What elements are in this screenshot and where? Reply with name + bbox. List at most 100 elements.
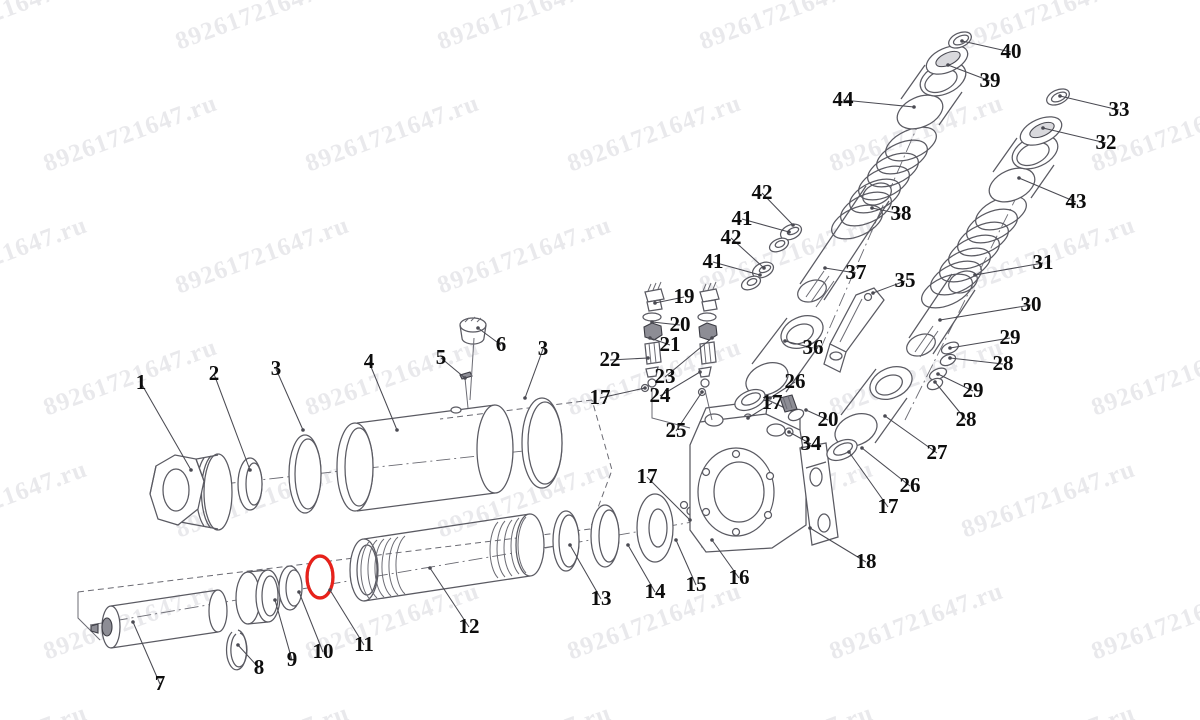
callout-label-19[interactable]: 19 — [673, 284, 695, 308]
callout-label-28b[interactable]: 28 — [992, 351, 1014, 375]
callout-label-16[interactable]: 16 — [728, 565, 750, 589]
callout-label-3a[interactable]: 3 — [270, 356, 282, 380]
leader-line-18 — [809, 527, 867, 563]
leader-tip-26a — [768, 396, 772, 400]
leader-tip-32 — [1041, 126, 1045, 130]
callout-label-20b[interactable]: 20 — [817, 407, 839, 431]
callout-label-28a[interactable]: 28 — [955, 407, 977, 431]
callout-label-40[interactable]: 40 — [1000, 39, 1022, 63]
callout-label-1[interactable]: 1 — [135, 370, 147, 394]
leader-line-11 — [329, 589, 365, 646]
leader-line-25 — [675, 391, 703, 432]
leader-tip-43 — [1017, 176, 1021, 180]
callout-label-21[interactable]: 21 — [659, 332, 681, 356]
callout-label-42a[interactable]: 42 — [751, 180, 773, 204]
callout-label-17c[interactable]: 17 — [761, 390, 783, 414]
leader-tip-17a — [688, 518, 692, 522]
leader-tip-28b — [948, 356, 952, 360]
callout-label-2[interactable]: 2 — [208, 361, 220, 385]
callout-label-43[interactable]: 43 — [1065, 189, 1087, 213]
leader-tip-34 — [787, 430, 791, 434]
leader-tip-40 — [960, 39, 964, 43]
leader-tip-23 — [710, 336, 714, 340]
callout-label-17a[interactable]: 17 — [636, 464, 658, 488]
callout-label-37[interactable]: 37 — [845, 260, 867, 284]
part-31-spring-right — [921, 195, 1027, 309]
callout-label-41b[interactable]: 41 — [702, 249, 724, 273]
leader-tip-5 — [463, 376, 467, 380]
leader-tip-3a — [301, 428, 305, 432]
callout-label-17b[interactable]: 17 — [589, 385, 611, 409]
leader-line-26a — [769, 381, 796, 399]
callout-label-25[interactable]: 25 — [665, 418, 687, 442]
callout-label-5[interactable]: 5 — [435, 345, 447, 369]
callout-label-26a[interactable]: 26 — [784, 369, 806, 393]
leader-tip-18 — [808, 526, 812, 530]
highlight-marker — [305, 554, 335, 600]
part-33-snap-ring-right — [1046, 88, 1070, 106]
callout-label-12[interactable]: 12 — [458, 614, 480, 638]
leader-tip-33 — [1058, 94, 1062, 98]
callout-label-4[interactable]: 4 — [363, 349, 375, 373]
part-41-42-washer-stack-upper — [768, 223, 803, 253]
leader-line-26b — [861, 447, 911, 487]
leader-tip-1 — [189, 468, 193, 472]
callout-label-33[interactable]: 33 — [1108, 97, 1130, 121]
callout-label-27[interactable]: 27 — [926, 440, 948, 464]
callout-label-11[interactable]: 11 — [354, 632, 374, 656]
leader-tip-11 — [328, 588, 332, 592]
callout-label-23[interactable]: 23 — [654, 364, 676, 388]
part-44-fork-cap-tube — [896, 61, 967, 130]
callout-label-17d[interactable]: 17 — [877, 494, 899, 518]
leader-line-41b — [712, 261, 761, 276]
callout-label-26b[interactable]: 26 — [899, 473, 921, 497]
part-30-fork-inner-right — [906, 270, 978, 358]
callout-label-15[interactable]: 15 — [685, 572, 707, 596]
callout-label-14[interactable]: 14 — [644, 579, 666, 603]
callout-label-39[interactable]: 39 — [979, 68, 1001, 92]
leader-line-40 — [961, 40, 1012, 53]
leader-line-39 — [947, 64, 991, 82]
callout-label-3b[interactable]: 3 — [537, 336, 549, 360]
leader-tip-39 — [946, 63, 950, 67]
leader-line-16 — [711, 539, 740, 579]
callout-label-6[interactable]: 6 — [495, 332, 507, 356]
leader-lines — [131, 39, 1120, 685]
callout-label-24[interactable]: 24 — [649, 383, 671, 407]
callout-label-13[interactable]: 13 — [590, 586, 612, 610]
leader-line-28b — [949, 357, 1004, 365]
leader-tip-27 — [883, 414, 887, 418]
callout-label-41a[interactable]: 41 — [731, 206, 753, 230]
callout-label-32[interactable]: 32 — [1095, 130, 1117, 154]
part-3a-o-ring — [288, 434, 322, 514]
callout-label-29b[interactable]: 29 — [999, 325, 1021, 349]
callout-label-22[interactable]: 22 — [599, 347, 621, 371]
centerline-lower-rod — [89, 544, 561, 626]
callout-label-18[interactable]: 18 — [855, 549, 877, 573]
part-26-left-bushing — [734, 388, 766, 412]
leader-line-17c — [747, 402, 773, 419]
callout-label-20a[interactable]: 20 — [669, 312, 691, 336]
callout-label-44[interactable]: 44 — [832, 87, 854, 111]
leader-tip-29b — [948, 346, 952, 350]
leader-tip-13 — [568, 543, 572, 547]
callout-label-35[interactable]: 35 — [894, 268, 916, 292]
callout-label-30[interactable]: 30 — [1020, 292, 1042, 316]
leader-tip-41a — [787, 230, 791, 234]
callout-label-7[interactable]: 7 — [154, 671, 166, 695]
callout-label-29a[interactable]: 29 — [962, 378, 984, 402]
callout-label-42b[interactable]: 42 — [720, 225, 742, 249]
leader-tip-35 — [871, 291, 875, 295]
callout-label-38[interactable]: 38 — [890, 201, 912, 225]
callout-label-31[interactable]: 31 — [1032, 250, 1054, 274]
callout-label-34[interactable]: 34 — [800, 431, 822, 455]
leader-line-42a — [761, 192, 794, 226]
part-15-thrust-washer — [636, 493, 674, 563]
callout-label-10[interactable]: 10 — [312, 639, 334, 663]
callout-label-9[interactable]: 9 — [286, 647, 298, 671]
leader-line-34 — [788, 431, 812, 445]
part-7-piston-rod — [90, 589, 228, 649]
callout-label-8[interactable]: 8 — [253, 655, 265, 679]
callout-label-36[interactable]: 36 — [802, 335, 824, 359]
leader-tip-42b — [762, 266, 766, 270]
